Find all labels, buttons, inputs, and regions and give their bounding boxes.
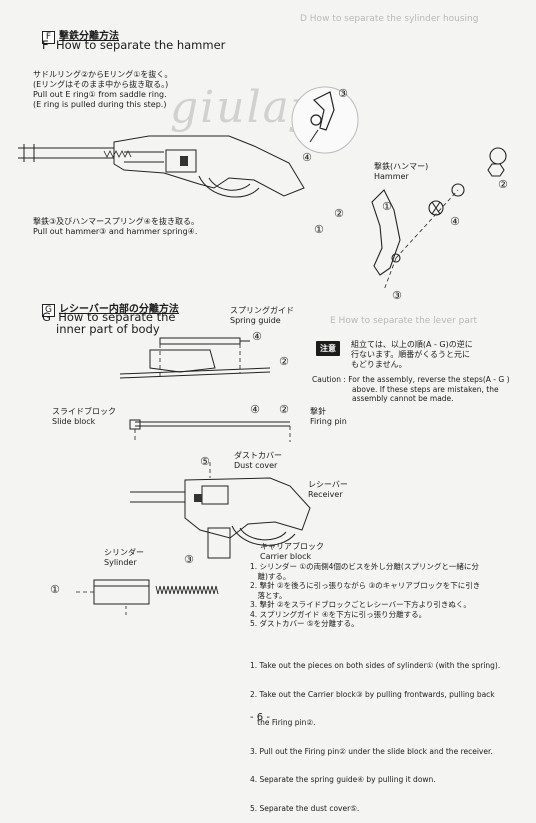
step-jp-4: 4. スプリングガイド ④を下方に引っ張り分離する。 bbox=[250, 609, 427, 619]
marker-2-f: ② bbox=[334, 207, 344, 220]
receiver-en: Receiver bbox=[308, 490, 343, 499]
marker-2-hammer: ② bbox=[498, 178, 508, 191]
hammer-exploded-drawing bbox=[371, 147, 507, 291]
section-g-letter-en: G bbox=[42, 310, 51, 324]
carrier-block-jp: キャリアブロック bbox=[260, 542, 324, 551]
hammer-detail-circle bbox=[291, 86, 359, 154]
f-step2-jp: 撃鉄③及びハンマースプリング④を抜き取る。 bbox=[33, 217, 199, 226]
marker-1-g: ① bbox=[50, 583, 60, 596]
marker-1-f: ① bbox=[314, 223, 324, 236]
step-en-4: 4. Separate the spring guide④ by pulling… bbox=[250, 775, 436, 784]
caution-en: Caution : For the assembly, reverse the … bbox=[312, 375, 522, 404]
f-step1-jp-note: (Eリングはそのまま中から抜き取る。) bbox=[33, 80, 169, 89]
step-en-2: 2. Take out the Carrier block③ by pullin… bbox=[250, 689, 495, 699]
hammer-label: 撃鉄(ハンマー) Hammer bbox=[374, 162, 428, 182]
step-jp-1: 1. シリンダー ①の両側4個のビスを外し分離(スプリングと一緒に分 bbox=[250, 562, 479, 571]
step-en-3: 3. Pull out the Firing pin② under the sl… bbox=[250, 746, 493, 756]
caution-en-3: assembly cannot be made. bbox=[352, 394, 454, 403]
marker-1-hammer: ① bbox=[382, 200, 392, 213]
cylinder-label: シリンダー Sylinder bbox=[104, 548, 144, 568]
slide-block-label: スライドブロック Slide block bbox=[52, 407, 116, 427]
caution-en-label: Caution : bbox=[312, 375, 346, 384]
section-f-title-en: F How to separate the hammer bbox=[42, 38, 225, 52]
step-jp-3: 3. 撃針 ②をスライドブロックごとレシーバー下方より引きぬく。 bbox=[250, 600, 471, 609]
caution-en-2: above. If these steps are mistaken, the bbox=[352, 384, 499, 394]
firing-pin-drawing bbox=[129, 419, 291, 442]
step-jp-2: 2. 撃針 ②を後ろに引っ張りながら ③のキャリアブロックを下に引き bbox=[250, 581, 481, 590]
section-f-jp: 撃鉄分離方法 bbox=[59, 31, 119, 42]
caution-jp: 組立ては、以上の順(A - G)の逆に 行ないます。順番がくるうと元に もどりま… bbox=[351, 340, 473, 370]
receiver-label: レシーバー Receiver bbox=[308, 480, 348, 500]
dust-cover-en: Dust cover bbox=[234, 461, 278, 470]
marker-3-f: ③ bbox=[338, 87, 348, 100]
marker-3-hammer: ③ bbox=[392, 289, 402, 302]
section-g-title-jp: G レシーバー内部の分離方法 bbox=[42, 297, 179, 317]
carrier-block-en: Carrier block bbox=[260, 552, 312, 561]
spring-guide-en: Spring guide bbox=[230, 316, 281, 325]
dust-cover-label: ダストカバー Dust cover bbox=[234, 451, 282, 471]
section-f-en: How to separate the hammer bbox=[55, 38, 226, 52]
cylinder-jp: シリンダー bbox=[104, 548, 144, 557]
slide-block-en: Slide block bbox=[52, 417, 96, 426]
section-g-en-2: inner part of body bbox=[56, 322, 160, 336]
carrier-block-label: キャリアブロック Carrier block bbox=[260, 542, 324, 562]
rifle-receiver-drawing bbox=[18, 135, 305, 198]
marker-4-hammer: ④ bbox=[450, 215, 460, 228]
spring-guide-drawing bbox=[119, 337, 271, 379]
step-en-1: 1. Take out the pieces on both sides of … bbox=[250, 661, 501, 670]
caution-jp-2: 行ないます。順番がくるうと元に bbox=[351, 350, 471, 359]
steps-en-list: 1. Take out the pieces on both sides of … bbox=[250, 642, 530, 823]
firing-pin-label: 撃針 Firing pin bbox=[310, 407, 347, 427]
f-step1-jp: サドルリング②からEリング①を抜く。 bbox=[33, 70, 173, 79]
caution-badge: 注意 bbox=[316, 341, 340, 356]
marker-4-g1: ④ bbox=[252, 330, 262, 343]
marker-5: ⑤ bbox=[200, 455, 210, 468]
hammer-label-jp: 撃鉄(ハンマー) bbox=[374, 162, 429, 171]
step-en-2b: the Firing pin②. bbox=[250, 718, 316, 727]
spring-guide-label: スプリングガイド Spring guide bbox=[230, 306, 294, 326]
cylinder-en: Sylinder bbox=[104, 558, 137, 567]
section-g-title-en: G How to separate the inner part of body bbox=[42, 311, 175, 335]
marker-3-g: ③ bbox=[184, 553, 194, 566]
step-en-5: 5. Separate the dust cover⑤. bbox=[250, 803, 360, 813]
caution-en-1: For the assembly, reverse the steps(A - … bbox=[348, 375, 510, 384]
marker-4-f: ④ bbox=[302, 151, 312, 164]
watermark: giulay bbox=[170, 82, 318, 133]
page-number: - 6 - bbox=[250, 712, 270, 723]
section-f-step1: サドルリング②からEリング①を抜く。 (Eリングはそのまま中から抜き取る。) P… bbox=[33, 70, 263, 110]
caution-jp-1: 組立ては、以上の順(A - G)の逆に bbox=[351, 340, 473, 349]
slide-block-jp: スライドブロック bbox=[52, 407, 116, 416]
receiver-drawing bbox=[130, 462, 311, 559]
receiver-jp: レシーバー bbox=[308, 480, 348, 489]
firing-pin-jp: 撃針 bbox=[310, 407, 326, 416]
section-g-letter: G bbox=[42, 304, 55, 317]
cylinder-drawing bbox=[76, 579, 219, 616]
section-f-title-jp: F 撃鉄分離方法 bbox=[42, 24, 119, 44]
section-g-en-1: How to separate the bbox=[58, 310, 176, 324]
hammer-label-en: Hammer bbox=[374, 172, 409, 181]
step-jp-1b: 離)する。 bbox=[250, 571, 291, 581]
marker-2-g1: ② bbox=[279, 355, 289, 368]
f-step1-en: Pull out E ring① from saddle ring. bbox=[33, 90, 167, 99]
step-jp-5: 5. ダストカバー ⑤を分離する。 bbox=[250, 619, 359, 628]
caution-jp-3: もどりません。 bbox=[351, 360, 407, 369]
firing-pin-en: Firing pin bbox=[310, 417, 347, 426]
section-g-jp: レシーバー内部の分離方法 bbox=[59, 304, 179, 315]
section-f-letter-en: F bbox=[42, 38, 49, 52]
steps-jp-list: 1. シリンダー ①の両側4個のビスを外し分離(スプリングと一緒に分 離)する。… bbox=[250, 562, 530, 629]
section-f-letter: F bbox=[42, 31, 55, 44]
marker-2-g2: ② bbox=[279, 403, 289, 416]
ghost-heading-d: D How to separate the sylinder housing bbox=[300, 14, 479, 24]
section-f-step2: 撃鉄③及びハンマースプリング④を抜き取る。 Pull out hammer③ a… bbox=[33, 217, 263, 237]
f-step1-en-note: (E ring is pulled during this step.) bbox=[33, 100, 167, 109]
f-step2-en: Pull out hammer③ and hammer spring④. bbox=[33, 227, 198, 236]
spring-guide-jp: スプリングガイド bbox=[230, 306, 294, 315]
marker-4-g2: ④ bbox=[250, 403, 260, 416]
dust-cover-jp: ダストカバー bbox=[234, 451, 282, 460]
step-jp-2b: 落とす。 bbox=[250, 590, 287, 600]
ghost-heading-e: E How to separate the lever part bbox=[330, 316, 478, 326]
